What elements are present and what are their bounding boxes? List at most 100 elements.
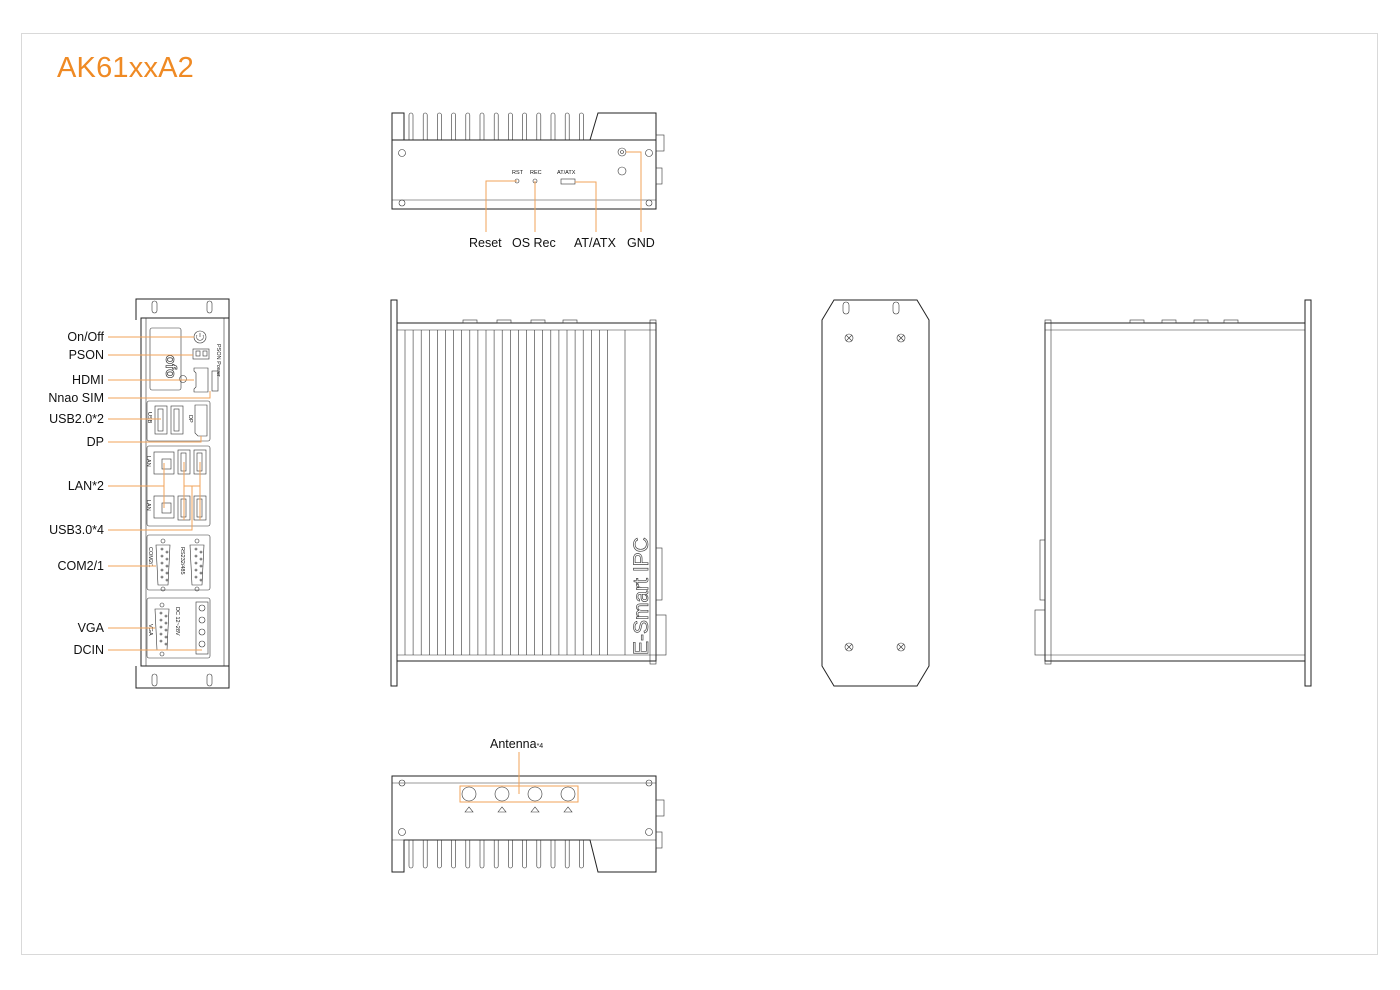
top-view: RST REC AT/ATX Reset OS Rec AT/ATX GND <box>391 112 665 250</box>
lan-mark-a: LAN <box>145 456 151 467</box>
fin <box>579 840 584 869</box>
fin <box>536 840 542 869</box>
fin <box>536 112 542 140</box>
callout-on-off: On/Off <box>67 330 104 344</box>
usb-mark: USB <box>146 412 152 424</box>
usb2-port-1[interactable] <box>154 405 168 435</box>
pin <box>159 639 163 643</box>
callout-com: COM2/1 <box>57 559 104 573</box>
model-title: AK61xxA2 <box>57 52 195 84</box>
antenna-port-1[interactable] <box>461 786 477 802</box>
side-view-plate <box>821 299 930 687</box>
logo-mark: ofo <box>162 355 179 378</box>
usb2-port-2[interactable] <box>170 405 184 435</box>
gnd-screw <box>617 147 627 157</box>
dp-mark: DP <box>187 415 193 423</box>
antenna-port-3[interactable] <box>527 786 543 802</box>
pin <box>194 575 198 579</box>
pson-connector[interactable] <box>192 348 210 360</box>
pin <box>199 578 203 582</box>
callout-dcin: DCIN <box>73 643 104 657</box>
pin <box>159 625 163 629</box>
brand-mark: E-Smart IPC <box>630 537 653 655</box>
callout-dp: DP <box>87 435 104 449</box>
pin <box>165 557 169 561</box>
pin <box>199 564 203 568</box>
side-view-plain <box>1034 299 1312 687</box>
antenna-port-2[interactable] <box>494 786 510 802</box>
fin <box>550 840 556 869</box>
fin <box>437 840 442 869</box>
com-mark: COM2/1 <box>147 547 153 567</box>
ground-icon <box>617 166 627 176</box>
hdmi-port[interactable] <box>193 367 209 393</box>
callout-at-atx: AT/ATX <box>574 236 617 250</box>
fin <box>465 112 471 140</box>
pin <box>159 618 163 622</box>
callout-pson: PSON <box>69 348 104 362</box>
pin <box>199 550 203 554</box>
pin <box>165 578 169 582</box>
vga-mark: VGA <box>147 624 153 636</box>
callout-hdmi: HDMI <box>72 373 104 387</box>
callout-gnd: GND <box>627 236 655 250</box>
pin <box>194 568 198 572</box>
pin <box>160 568 164 572</box>
callout-reset: Reset <box>469 236 502 250</box>
pin <box>159 611 163 615</box>
fin <box>522 840 527 869</box>
pin <box>160 575 164 579</box>
antenna-port-4[interactable] <box>560 786 576 802</box>
pin <box>194 547 198 551</box>
pin <box>164 614 168 618</box>
lan-mark-b: LAN <box>145 500 151 511</box>
fin <box>451 112 456 140</box>
bottom-view: Antenna*4 <box>391 737 665 873</box>
pin <box>164 628 168 632</box>
mount-screw-2 <box>896 333 906 343</box>
fin <box>479 112 485 140</box>
pin <box>164 635 168 639</box>
fin <box>479 840 485 869</box>
dc-in-terminal[interactable] <box>195 601 209 655</box>
drawing-frame <box>21 33 1378 955</box>
fin <box>408 112 414 140</box>
fin <box>550 112 556 140</box>
com2-port[interactable] <box>155 544 171 586</box>
fin <box>493 112 499 140</box>
pin <box>160 561 164 565</box>
pin <box>199 557 203 561</box>
nano-sim-slot[interactable] <box>211 370 219 392</box>
callout-os-rec: OS Rec <box>512 236 556 250</box>
mount-screw-4 <box>896 642 906 652</box>
pin <box>194 561 198 565</box>
callout-vga: VGA <box>78 621 105 635</box>
callout-lan: LAN*2 <box>68 479 104 493</box>
com1-port[interactable] <box>189 544 205 586</box>
fin <box>508 112 513 140</box>
fin <box>579 112 584 140</box>
pin <box>159 632 163 636</box>
fin <box>465 840 471 869</box>
fin <box>408 840 414 869</box>
rec-mark: REC <box>530 170 542 176</box>
dc-mark: DC 12~28V <box>174 607 180 636</box>
callout-antenna: Antenna*4 <box>490 737 543 751</box>
pin <box>164 642 168 646</box>
fin <box>508 840 513 869</box>
pin <box>165 571 169 575</box>
pin <box>160 554 164 558</box>
fin <box>437 112 442 140</box>
dp-port[interactable] <box>194 404 208 437</box>
top-heatsink-fins <box>408 112 584 140</box>
callout-usb2: USB2.0*2 <box>49 412 104 426</box>
pin <box>199 571 203 575</box>
at-atx-switch[interactable] <box>560 178 576 185</box>
fin <box>422 840 428 869</box>
pin <box>164 621 168 625</box>
callout-usb3: USB3.0*4 <box>49 523 104 537</box>
fin <box>493 840 499 869</box>
pin <box>194 554 198 558</box>
atatx-mark: AT/ATX <box>557 170 576 176</box>
